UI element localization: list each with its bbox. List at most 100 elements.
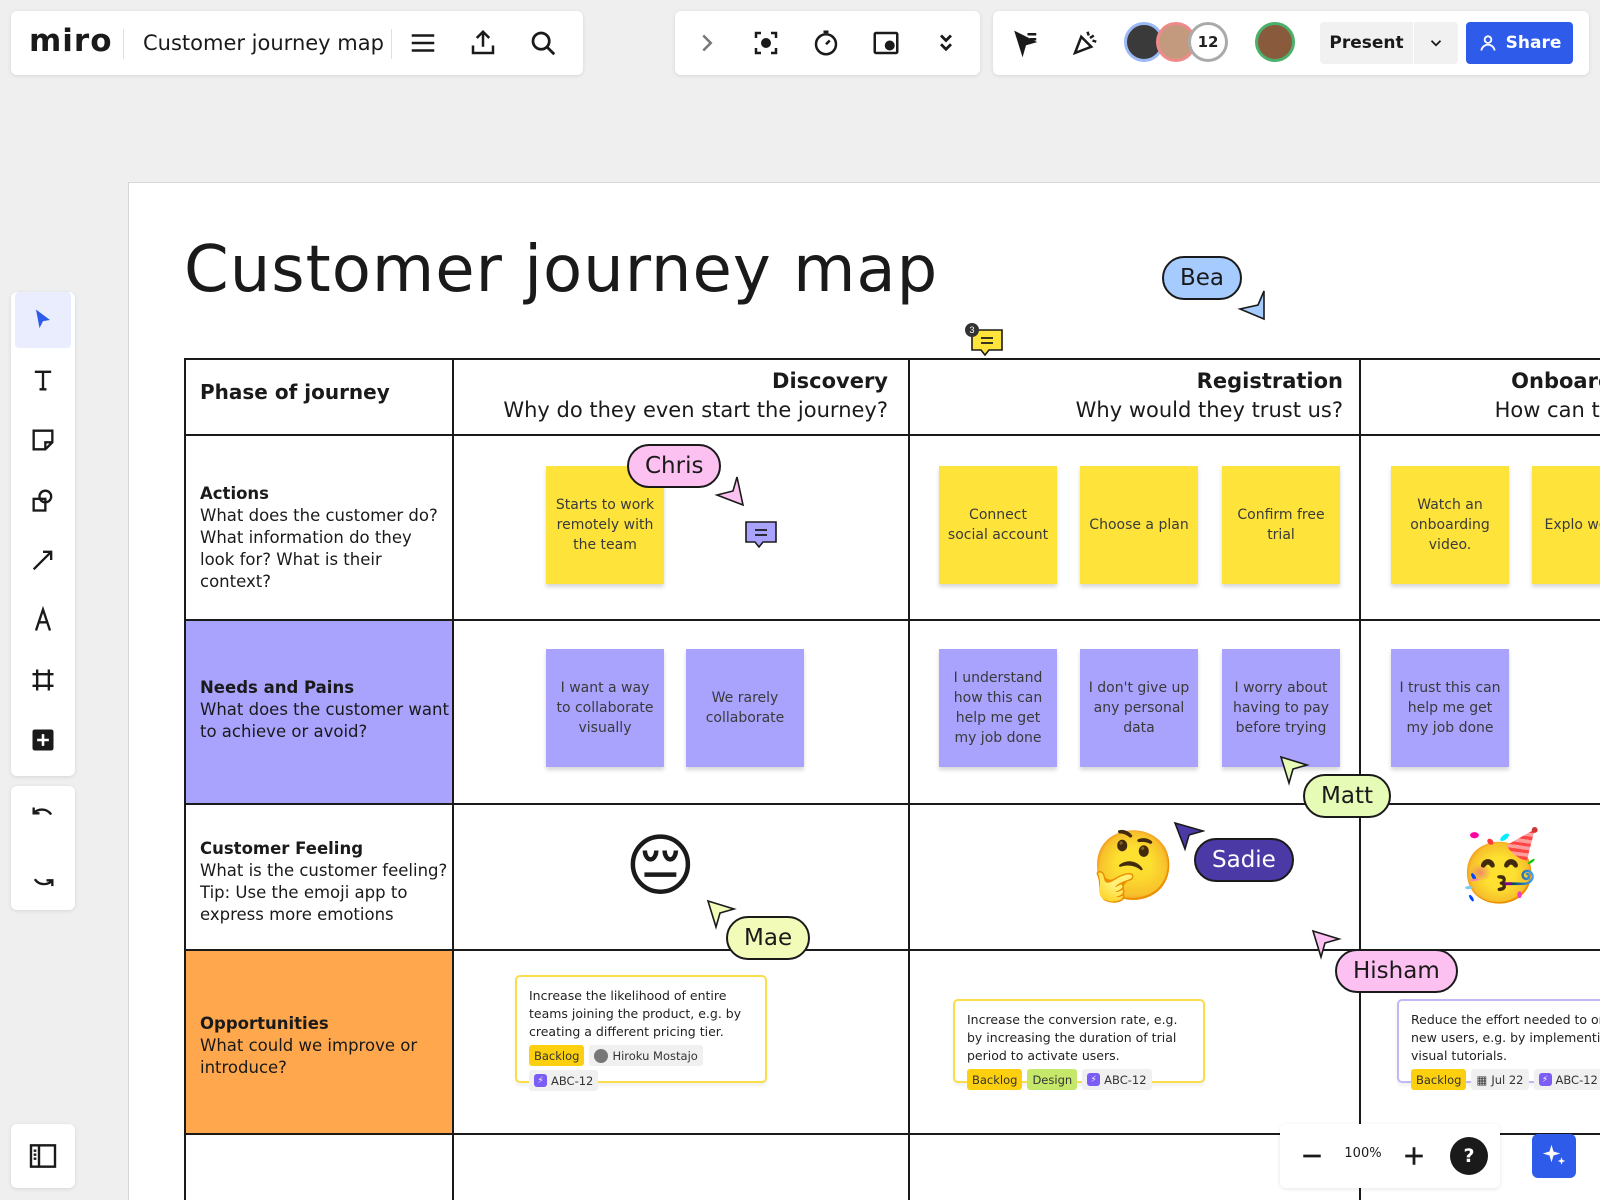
help-button[interactable]: ? xyxy=(1450,1137,1488,1175)
assignee-name: Hiroku Mostajo xyxy=(612,1048,698,1063)
zoom-level[interactable]: 100% xyxy=(1344,1146,1382,1161)
cursor-label-sadie: Sadie xyxy=(1194,838,1294,882)
jira-tag[interactable]: ⚡ABC-12 xyxy=(1082,1069,1152,1090)
tag-design[interactable]: Design xyxy=(1027,1069,1078,1090)
zoom-out-button[interactable] xyxy=(1294,1138,1330,1174)
board-canvas[interactable]: Customer journey map Phase of journey Di… xyxy=(128,182,1600,1200)
sticky-note[interactable]: I don't give up any personal data xyxy=(1080,649,1198,767)
embed-button[interactable] xyxy=(868,25,904,61)
issue-key: ABC-12 xyxy=(551,1073,594,1088)
sticky-note[interactable]: Starts to work remotely with the team xyxy=(546,466,664,584)
grid-line xyxy=(184,949,1600,951)
tag-backlog[interactable]: Backlog xyxy=(967,1069,1023,1090)
card-text: Increase the conversion rate, e.g. by in… xyxy=(967,1012,1178,1063)
sad-emoji[interactable]: 😔 xyxy=(625,827,696,906)
sticky-note[interactable]: I trust this can help me get my job done xyxy=(1391,649,1509,767)
sticky-note[interactable]: Choose a plan xyxy=(1080,466,1198,584)
jira-icon: ⚡ xyxy=(1087,1073,1101,1086)
expand-tools-button[interactable] xyxy=(689,25,725,61)
thinking-emoji[interactable]: 🤔 xyxy=(1091,827,1176,906)
phase-question: Why would they trust us? xyxy=(1075,398,1343,422)
ai-assist-button[interactable] xyxy=(1532,1134,1576,1178)
sticky-note[interactable]: Watch an onboarding video. xyxy=(1391,466,1509,584)
row-title: Customer Feeling xyxy=(200,839,364,858)
opportunity-card[interactable]: Reduce the effort needed to onb new user… xyxy=(1397,999,1600,1090)
more-apps-tool[interactable] xyxy=(15,712,71,768)
present-button[interactable]: Present xyxy=(1320,22,1413,64)
board-panel-toggle[interactable] xyxy=(11,1124,75,1188)
assignee-tag[interactable]: Hiroku Mostajo xyxy=(589,1045,703,1066)
phase-registration: Registration Why would they trust us? xyxy=(1076,367,1343,425)
menu-button[interactable] xyxy=(405,25,441,61)
cursor-arrow-icon xyxy=(706,899,737,930)
jira-icon: ⚡ xyxy=(534,1074,547,1087)
select-tool[interactable] xyxy=(15,292,71,348)
focus-button[interactable] xyxy=(748,25,784,61)
card-tags: Backlog▦Jul 22⚡ABC-12 xyxy=(1411,1065,1600,1090)
opportunity-card[interactable]: Increase the conversion rate, e.g. by in… xyxy=(953,999,1205,1090)
row-description: What does the customer want to achieve o… xyxy=(200,700,449,741)
sticky-note[interactable]: Explo worksp xyxy=(1532,466,1600,584)
pen-tool[interactable] xyxy=(15,592,71,648)
undo-button[interactable] xyxy=(15,790,71,846)
party-emoji[interactable]: 🥳 xyxy=(1457,827,1542,906)
avatar[interactable] xyxy=(1255,22,1295,62)
date-tag[interactable]: ▦Jul 22 xyxy=(1471,1069,1529,1090)
board-title[interactable]: Customer journey map xyxy=(143,31,384,55)
sticky-note[interactable]: Confirm free trial xyxy=(1222,466,1340,584)
sticky-note[interactable]: We rarely collaborate xyxy=(686,649,804,767)
collaborator-count[interactable]: 12 xyxy=(1188,22,1228,62)
text-tool[interactable] xyxy=(15,352,71,408)
zoom-in-button[interactable] xyxy=(1396,1138,1432,1174)
redo-button[interactable] xyxy=(15,850,71,906)
divider xyxy=(123,29,124,59)
cursor-label-matt: Matt xyxy=(1303,774,1391,818)
tag-backlog[interactable]: Backlog xyxy=(529,1045,585,1066)
comment-thread[interactable] xyxy=(743,517,779,558)
phase-name: Discovery xyxy=(772,369,888,393)
grid-line xyxy=(184,619,1600,621)
shapes-icon xyxy=(32,489,53,512)
embed-icon xyxy=(873,31,899,55)
tag-backlog[interactable]: Backlog xyxy=(1411,1069,1467,1090)
frame-icon xyxy=(32,669,54,691)
comment-thread[interactable]: 3 xyxy=(965,323,1005,366)
cursor-label-chris: Chris xyxy=(627,444,722,488)
chevrons-down-icon xyxy=(940,34,952,52)
board-header: miro Customer journey map xyxy=(11,11,583,75)
grid-line xyxy=(908,358,910,1200)
sticky-note[interactable]: I understand how this can help me get my… xyxy=(939,649,1057,767)
jira-tag[interactable]: ⚡ABC-12 xyxy=(1533,1069,1600,1090)
sticky-note[interactable]: I worry about having to pay before tryin… xyxy=(1222,649,1340,767)
timer-button[interactable] xyxy=(808,25,844,61)
shapes-tool[interactable] xyxy=(15,472,71,528)
cursor-arrow-icon xyxy=(1311,929,1342,960)
sticky-note[interactable]: I want a way to collaborate visually xyxy=(546,649,664,767)
grid-line xyxy=(184,358,1600,360)
timer-icon xyxy=(814,30,838,56)
opportunities-label-cell xyxy=(185,950,453,1133)
miro-logo[interactable]: miro xyxy=(29,23,113,59)
search-button[interactable] xyxy=(525,25,561,61)
opportunity-card[interactable]: Increase the likelihood of entire teams … xyxy=(515,975,767,1091)
frame-tool[interactable] xyxy=(15,652,71,708)
export-button[interactable] xyxy=(465,25,501,61)
phase-question: Why do they even start the journey? xyxy=(503,398,888,422)
present-options-button[interactable] xyxy=(1414,22,1458,64)
creation-toolbar xyxy=(11,292,75,776)
share-label: Share xyxy=(1505,33,1562,53)
hide-cursors-button[interactable] xyxy=(1007,25,1043,61)
more-tools-button[interactable] xyxy=(928,25,964,61)
row-title: Actions xyxy=(200,484,269,503)
select-icon xyxy=(36,309,50,329)
share-button[interactable]: Share xyxy=(1466,22,1573,64)
sticky-note-tool[interactable] xyxy=(15,412,71,468)
help-icon: ? xyxy=(1463,1145,1475,1167)
jira-tag[interactable]: ⚡ ABC-12 xyxy=(529,1070,599,1091)
sticky-note[interactable]: Connect social account xyxy=(939,466,1057,584)
upload-icon xyxy=(471,29,495,55)
celebrate-button[interactable] xyxy=(1067,25,1103,61)
divider xyxy=(391,29,392,59)
line-tool[interactable] xyxy=(15,532,71,588)
cursor-label-bea: Bea xyxy=(1162,256,1243,300)
